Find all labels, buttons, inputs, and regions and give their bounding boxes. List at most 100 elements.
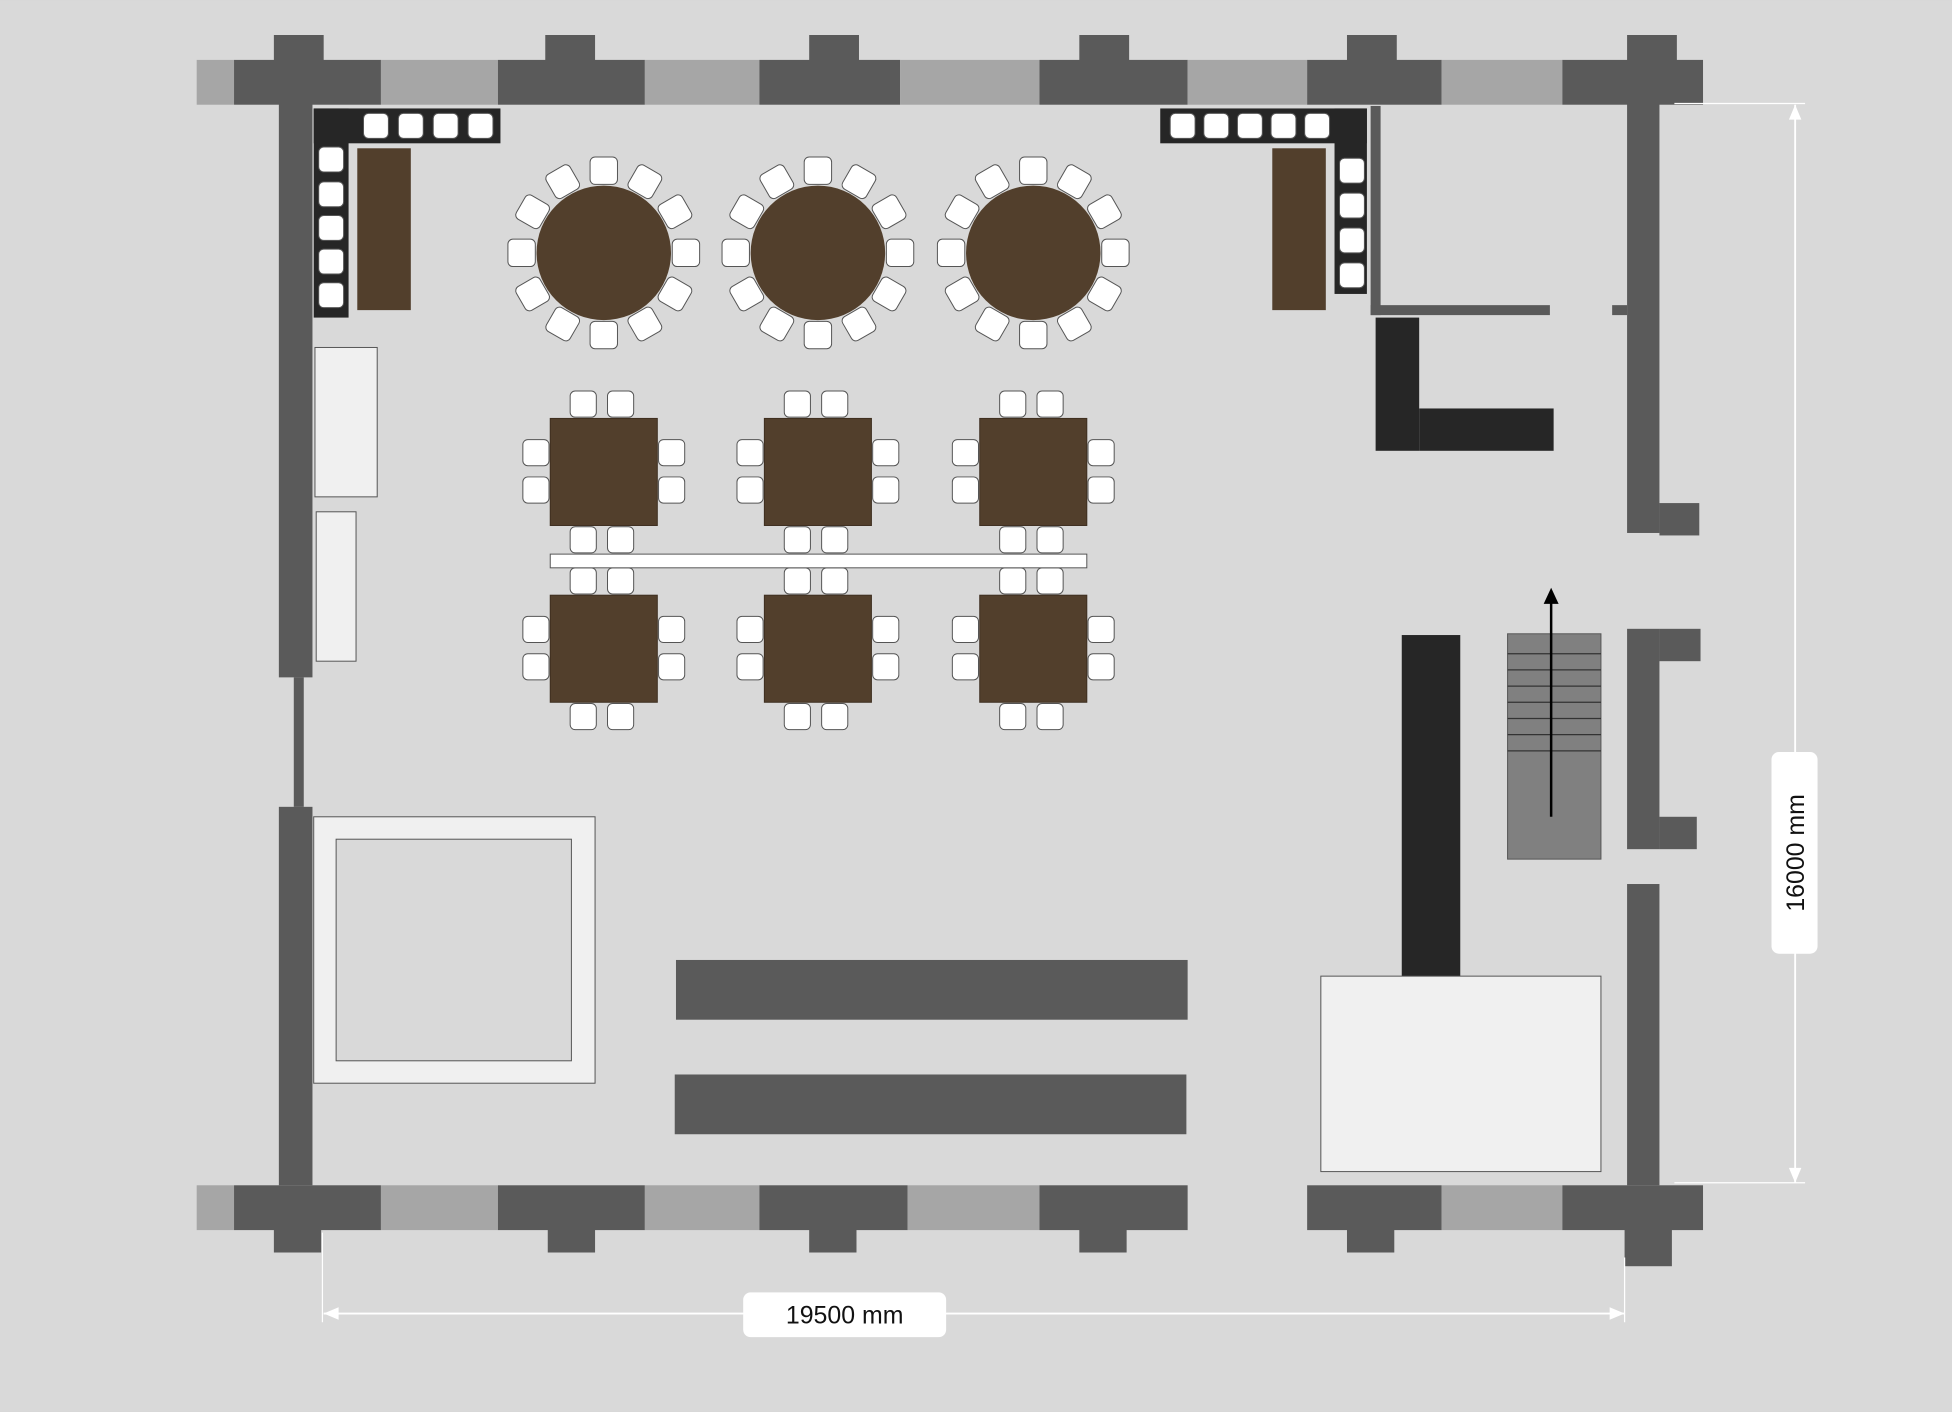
chair [1056, 164, 1092, 200]
square-table [549, 594, 658, 703]
chair [522, 653, 550, 681]
chair [872, 653, 900, 681]
chair [1339, 262, 1365, 289]
chair [607, 526, 635, 554]
chair [1036, 703, 1064, 731]
chair [467, 112, 494, 139]
chair [363, 112, 389, 139]
chair [951, 653, 979, 681]
cabinet [315, 511, 357, 662]
chair [821, 567, 849, 595]
pillar [547, 1227, 596, 1253]
divider [549, 553, 1088, 569]
window [380, 1185, 498, 1231]
chair [951, 476, 979, 504]
column [1401, 635, 1461, 977]
height-label: 16000 mm [1782, 794, 1810, 912]
chair [658, 615, 686, 644]
width-label-box [743, 1292, 947, 1338]
chair [783, 390, 811, 418]
window [1441, 1185, 1563, 1231]
window [380, 59, 498, 105]
chair [944, 194, 980, 230]
chair [1236, 112, 1263, 139]
chair [589, 156, 618, 185]
chair [1339, 192, 1365, 219]
window [644, 59, 760, 105]
stage-inner [335, 838, 572, 1062]
chair [1036, 390, 1064, 418]
chair [1087, 439, 1115, 467]
width-label: 19500 mm [786, 1301, 904, 1329]
chair [803, 156, 833, 185]
chair [589, 320, 618, 350]
right-wall-tab [1659, 816, 1697, 850]
chair [658, 653, 686, 681]
chair [515, 276, 551, 312]
chair [1019, 320, 1048, 350]
furniture [313, 108, 1602, 1173]
counter [674, 1074, 1187, 1135]
chair [1270, 112, 1297, 139]
chair [318, 215, 345, 241]
chair [944, 276, 980, 312]
chair [569, 526, 597, 554]
chair [871, 276, 907, 312]
chair [974, 306, 1010, 342]
right-wall [1627, 103, 1660, 533]
wall-segment [1307, 1185, 1442, 1231]
chair [841, 164, 877, 200]
walls [196, 35, 1704, 1267]
wall-segment [1562, 59, 1704, 105]
wall-segment [497, 1185, 645, 1231]
bar-table [1272, 148, 1326, 311]
chair [569, 703, 597, 731]
wall-segment [234, 59, 381, 105]
bench [1419, 408, 1554, 451]
pillar [1627, 35, 1677, 63]
chair [1087, 476, 1115, 504]
round-table [536, 185, 671, 321]
chair [607, 390, 635, 418]
chair [783, 703, 811, 731]
chair [1036, 567, 1064, 595]
pillar [809, 1227, 857, 1253]
chair [885, 238, 915, 268]
height-dimension: 16000 mm [1674, 102, 1818, 1184]
chair [783, 526, 811, 554]
chair [729, 276, 765, 312]
chair [397, 112, 424, 139]
right-wall [1627, 628, 1660, 850]
window [1187, 59, 1308, 105]
width-dimension: 19500 mm [321, 1232, 1626, 1338]
window [644, 1185, 760, 1231]
chair [658, 439, 686, 467]
pillar [1346, 1227, 1395, 1253]
chair [318, 146, 345, 173]
chair [736, 476, 764, 504]
chair [721, 238, 750, 268]
chair [871, 194, 907, 230]
pillar [545, 35, 596, 63]
chair [522, 476, 550, 504]
chair [821, 526, 849, 554]
chair [872, 439, 900, 467]
chair [999, 703, 1027, 731]
square-table [549, 417, 658, 526]
arrowhead-down-icon [1788, 1167, 1802, 1183]
pillar [273, 1227, 322, 1253]
chair [872, 615, 900, 644]
pillar [1624, 1227, 1672, 1267]
chair [607, 703, 635, 731]
pillar [273, 35, 324, 63]
chair [627, 164, 663, 200]
round-table [966, 185, 1101, 321]
wall-segment [1039, 1185, 1188, 1231]
arrowhead-right-icon [1609, 1307, 1625, 1320]
partition-wall [1370, 305, 1550, 316]
chair [1203, 112, 1230, 139]
height-label-box [1771, 752, 1818, 954]
wall-segment [497, 59, 645, 105]
